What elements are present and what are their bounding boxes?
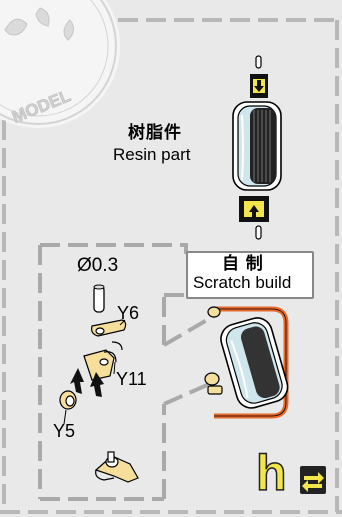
scratch-dashed-frame [38,243,216,501]
part-y11-label: Y11 [116,369,147,389]
scratch-mirror-assembly [204,306,289,419]
watermark-seal: MODEL [0,0,120,128]
scratch-build-label-box [186,251,314,299]
assembly-arrows [70,368,104,397]
swap-arrows-icon [300,466,326,494]
part-y6-label: Y6 [117,303,140,323]
part-y11-clamp [83,341,123,381]
outer-dashed-border [0,18,342,514]
resin-part-chinese-label: 树脂件 [128,123,182,142]
wire-diameter-label: Ø0.3 [77,255,119,276]
part-y6-bracket [91,319,127,337]
assembled-bracket [94,451,139,483]
scratch-build-chinese-label: 自 制 [222,254,264,273]
wire-rod [93,284,105,313]
scratch-build-english-label: Scratch build [193,273,292,292]
step-letter: h [255,445,287,501]
part-y5-label: Y5 [53,421,76,441]
resin-part-english-label: Resin part [113,145,191,164]
resin-mirror-assembly [232,55,282,240]
part-y5-washer [59,390,77,410]
leader-lines [63,319,126,425]
